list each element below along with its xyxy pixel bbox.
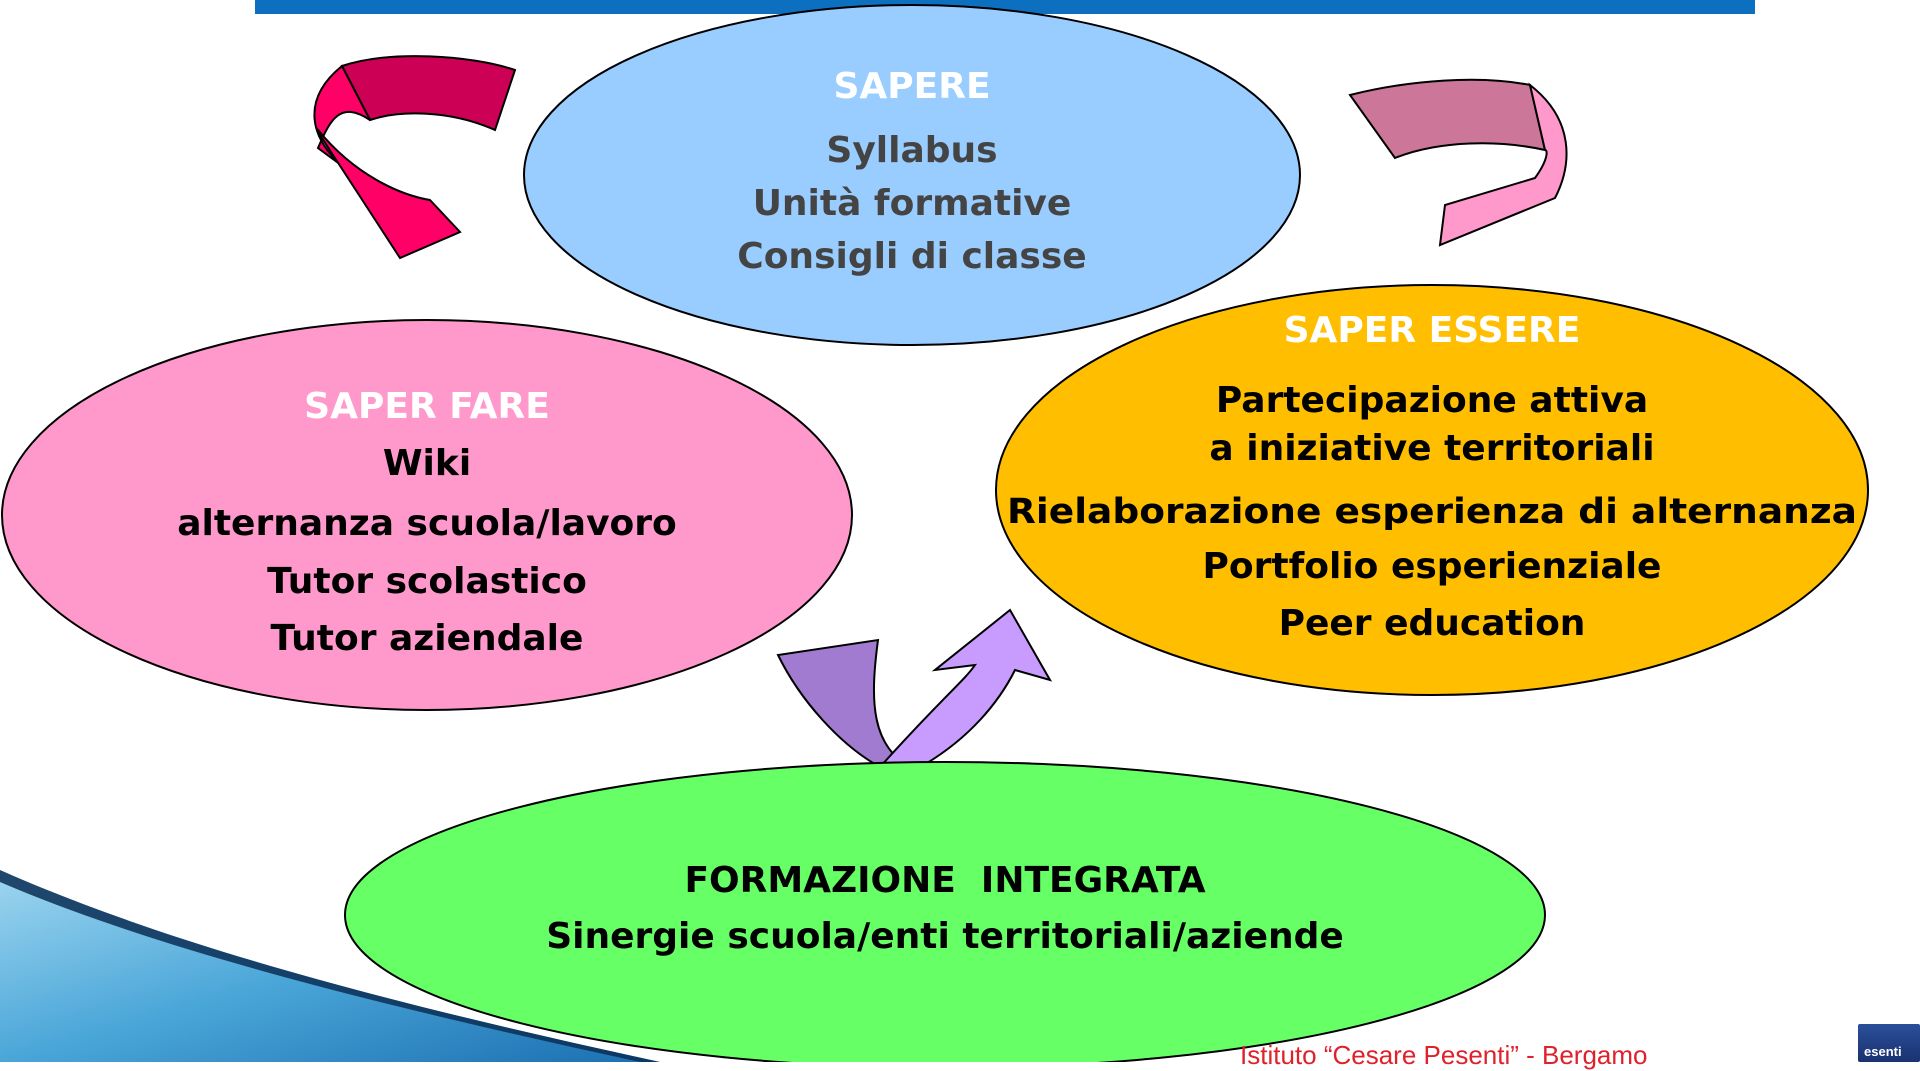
- saper-fare-line-4: Tutor aziendale: [271, 618, 584, 659]
- saper-fare-line-3: Tutor scolastico: [267, 561, 587, 602]
- saper-essere-line-4: Portfolio esperienziale: [1203, 546, 1662, 587]
- sapere-line-1: Syllabus: [826, 130, 997, 171]
- ellipse-saper-essere: [995, 284, 1869, 696]
- ellipse-formazione-integrata: [344, 761, 1546, 1069]
- sapere-title: SAPERE: [833, 66, 990, 107]
- formazione-line-1: Sinergie scuola/enti territoriali/aziend…: [546, 916, 1344, 957]
- ribbon-arrow-bottom: [776, 608, 1053, 772]
- saper-fare-title: SAPER FARE: [304, 386, 550, 427]
- saper-essere-line-3: Rielaborazione esperienza di alternanza: [1007, 492, 1857, 532]
- formazione-title: FORMAZIONE INTEGRATA: [684, 860, 1205, 901]
- saper-fare-line-2: alternanza scuola/lavoro: [177, 503, 677, 544]
- ellipse-sapere: [523, 4, 1301, 346]
- footer-institute-text: Istituto “Cesare Pesenti” - Bergamo: [1240, 1040, 1648, 1070]
- decorative-swoosh: [0, 870, 660, 1062]
- logo-text: esenti: [1864, 1044, 1902, 1059]
- saper-fare-line-1: Wiki: [383, 443, 471, 484]
- saper-essere-title: SAPER ESSERE: [1284, 310, 1581, 351]
- ellipse-saper-fare: [1, 319, 853, 711]
- sapere-line-2: Unità formative: [753, 183, 1072, 224]
- sapere-line-3: Consigli di classe: [737, 236, 1086, 277]
- saper-essere-line-2: a iniziative territoriali: [1209, 428, 1654, 469]
- school-logo: esenti: [1858, 1024, 1920, 1062]
- saper-essere-line-1: Partecipazione attiva: [1216, 380, 1648, 421]
- saper-essere-line-5: Peer education: [1279, 603, 1586, 644]
- ribbon-arrow-top-left: [313, 55, 517, 260]
- ribbon-arrow-top-right: [1348, 78, 1568, 247]
- header-bar: [255, 0, 1755, 14]
